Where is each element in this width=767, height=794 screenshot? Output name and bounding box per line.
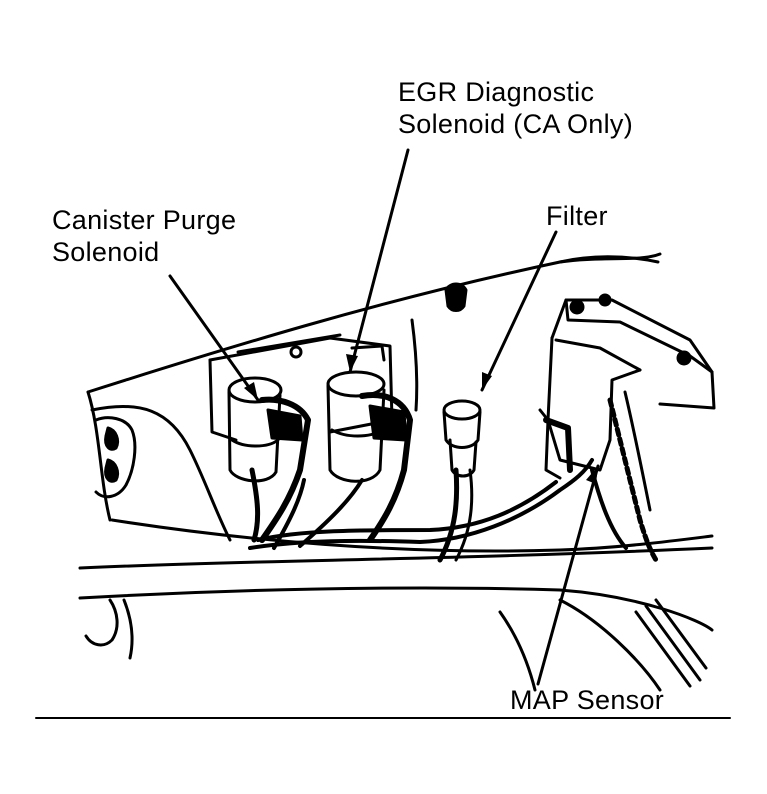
callout-map-sensor: MAP Sensor — [510, 684, 664, 716]
filter-body — [437, 399, 482, 563]
canister-label-line-1: Canister Purge — [52, 205, 237, 235]
leader-filter — [480, 230, 558, 392]
plenum-bolt — [444, 282, 468, 312]
arrowhead-map-sensor — [586, 466, 598, 484]
map-sensor-body — [538, 293, 716, 563]
map-sensor-label: MAP Sensor — [510, 685, 665, 715]
arrowhead-canister-purge-solenoid — [244, 382, 258, 400]
leader-canister-purge-solenoid — [168, 274, 260, 402]
leader-egr-diagnostic-solenoid — [348, 148, 410, 374]
cable-top — [558, 252, 662, 264]
leader-lines — [168, 148, 600, 686]
wiring-harness — [248, 458, 594, 550]
callout-canister-purge-solenoid: Canister Purge Solenoid — [52, 204, 236, 268]
canister-label-line-2: Solenoid — [52, 237, 160, 267]
canister-purge-solenoid-body — [227, 376, 311, 543]
filter-label: Filter — [546, 201, 608, 231]
egr-label-line-1: EGR Diagnostic — [398, 77, 595, 107]
lower-hook — [84, 598, 134, 660]
leader-arrowheads — [244, 354, 598, 484]
lower-hatching — [634, 598, 708, 688]
callout-egr-diagnostic-solenoid: EGR Diagnostic Solenoid (CA Only) — [398, 76, 633, 140]
callout-filter: Filter — [546, 200, 608, 232]
egr-diagnostic-solenoid-body — [326, 318, 419, 543]
left-bracket — [94, 416, 137, 499]
egr-label-line-2: Solenoid (CA Only) — [398, 109, 634, 139]
plenum-body — [78, 255, 714, 692]
arrowhead-filter — [482, 372, 492, 390]
leader-map-sensor — [536, 464, 600, 686]
arrowhead-egr-diagnostic-solenoid — [346, 354, 358, 372]
